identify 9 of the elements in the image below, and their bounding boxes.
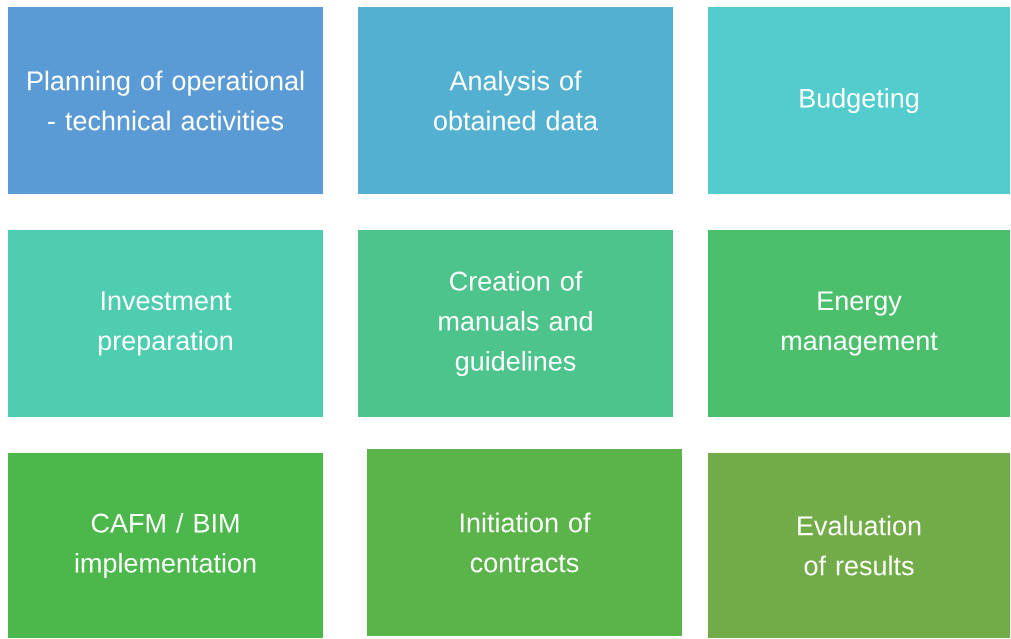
process-box: Planning of operational - technical activities <box>8 7 323 194</box>
process-box: Investment preparation <box>8 230 323 417</box>
process-box: Analysis of obtained data <box>358 7 673 194</box>
process-box: Initiation of contracts <box>367 449 682 636</box>
process-box: Energy management <box>708 230 1010 417</box>
process-box: Evaluation of results <box>708 453 1010 638</box>
process-box: Creation of manuals and guidelines <box>358 230 673 417</box>
process-box: Budgeting <box>708 7 1010 194</box>
process-box: CAFM / BIM implementation <box>8 453 323 638</box>
